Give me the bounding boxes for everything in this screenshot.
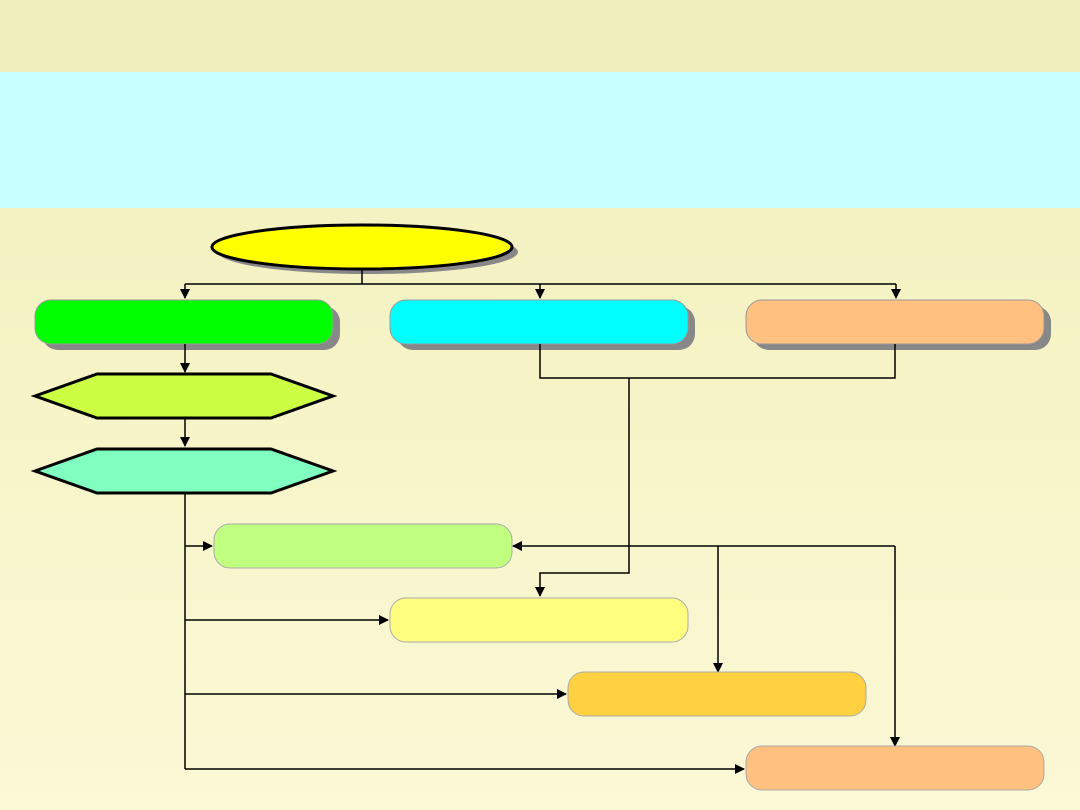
outcome-node-3 [567, 671, 867, 717]
step-hexagon-2 [30, 447, 338, 495]
outcome-box-1 [213, 523, 513, 569]
step-node-1 [30, 372, 338, 420]
step-node-2 [30, 447, 338, 495]
merge-connectors [535, 344, 896, 597]
level1-node-1 [34, 299, 340, 350]
step-hexagon-1 [30, 372, 338, 420]
right-connectors [512, 541, 900, 747]
level1-node-2 [389, 299, 695, 350]
outcome-node-2 [389, 597, 689, 643]
root-connectors [180, 269, 901, 299]
level1-box-3 [745, 299, 1045, 345]
root-ellipse [210, 223, 514, 271]
outcome-box-4 [745, 745, 1045, 791]
outcome-box-2 [389, 597, 689, 643]
outcome-node-4 [745, 745, 1045, 791]
outcome-box-3 [567, 671, 867, 717]
top-band [0, 0, 1080, 72]
root-node [210, 223, 518, 274]
level1-node-3 [745, 299, 1051, 350]
branch-connectors [184, 493, 745, 774]
title-band [0, 72, 1080, 208]
level1-box-1 [34, 299, 334, 345]
outcome-node-1 [213, 523, 513, 569]
level1-box-2 [389, 299, 689, 345]
